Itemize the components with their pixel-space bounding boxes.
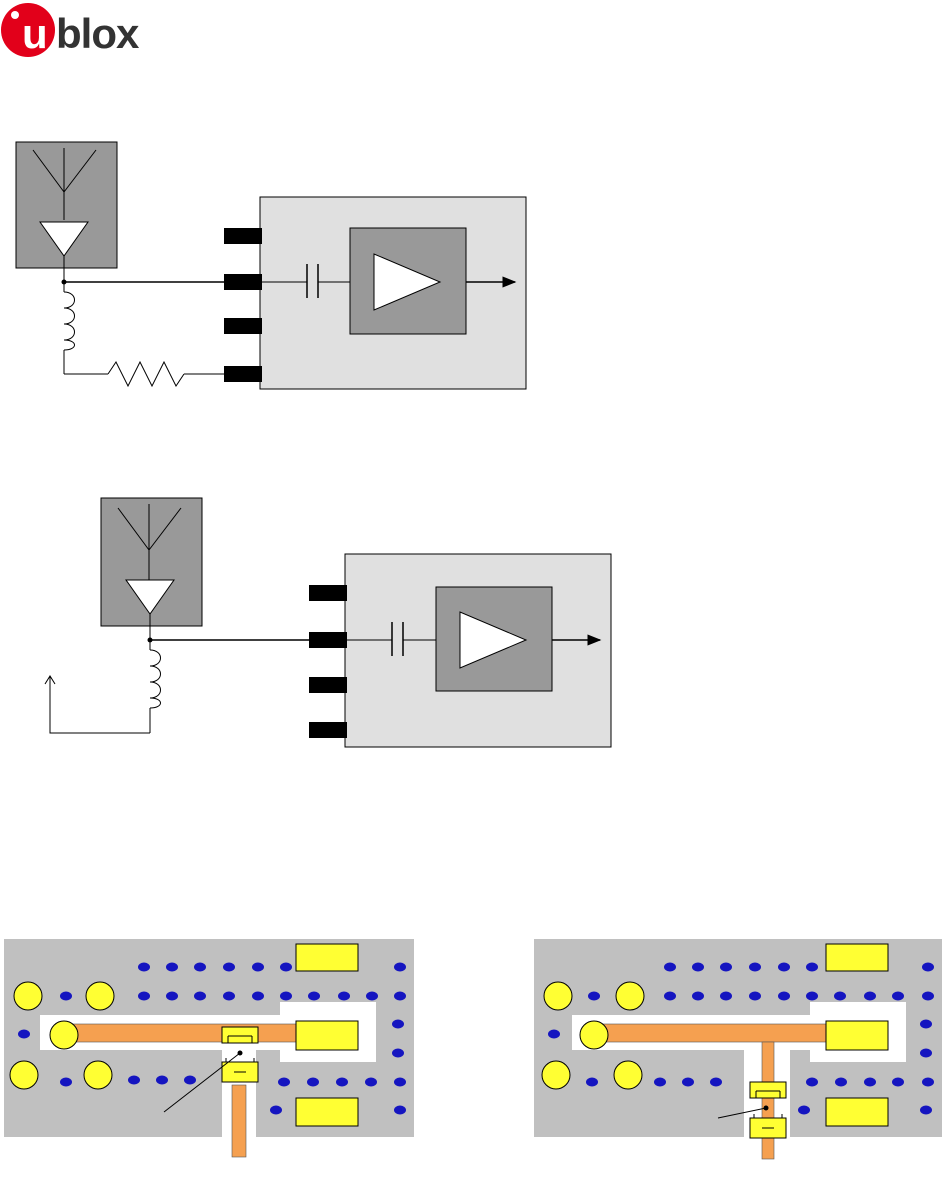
module-pin [309,722,347,738]
schematic-1 [16,142,526,389]
bias-stub-trace [762,1042,774,1159]
pcb-layout-1 [4,939,414,1157]
module-pin-rf-in [224,274,262,290]
module-pad-rf [826,1021,888,1050]
module-pad-rf [296,1021,358,1050]
module-pad [296,944,358,971]
module-pin [309,585,347,601]
schematic-2 [45,498,611,747]
external-supply-wire [50,676,150,733]
inductor-pad [750,1082,786,1098]
inductor-icon [64,292,75,350]
module-pin-rf-in [309,632,347,648]
connector-ground-pad [614,1061,642,1089]
bias-trace [232,1085,246,1157]
pcb-layout-2 [534,939,942,1159]
resistor-icon [108,362,184,386]
connector-ground-pad [616,982,644,1010]
connector-ground-pad [84,1061,112,1089]
inductor-icon [150,650,161,708]
connector-center-pad [580,1021,608,1049]
callout-dot [764,1106,769,1111]
rf-trace [64,1024,300,1042]
module-pad [826,1098,888,1126]
connector-ground-pad [544,982,572,1010]
connector-ground-pad [14,982,42,1010]
module-pin [309,677,347,693]
module-pad [296,1098,358,1126]
connector-center-pad [50,1021,78,1049]
module-pad [826,944,888,971]
module-pin-vcc-rf [224,366,262,382]
rf-trace [594,1024,830,1042]
callout-dot [238,1051,243,1056]
module-pin [224,318,262,334]
connector-ground-pad [10,1061,38,1089]
connector-ground-pad [86,982,114,1010]
connector-ground-pad [542,1061,570,1089]
module-pin [224,228,262,244]
inductor-pad [222,1027,258,1043]
